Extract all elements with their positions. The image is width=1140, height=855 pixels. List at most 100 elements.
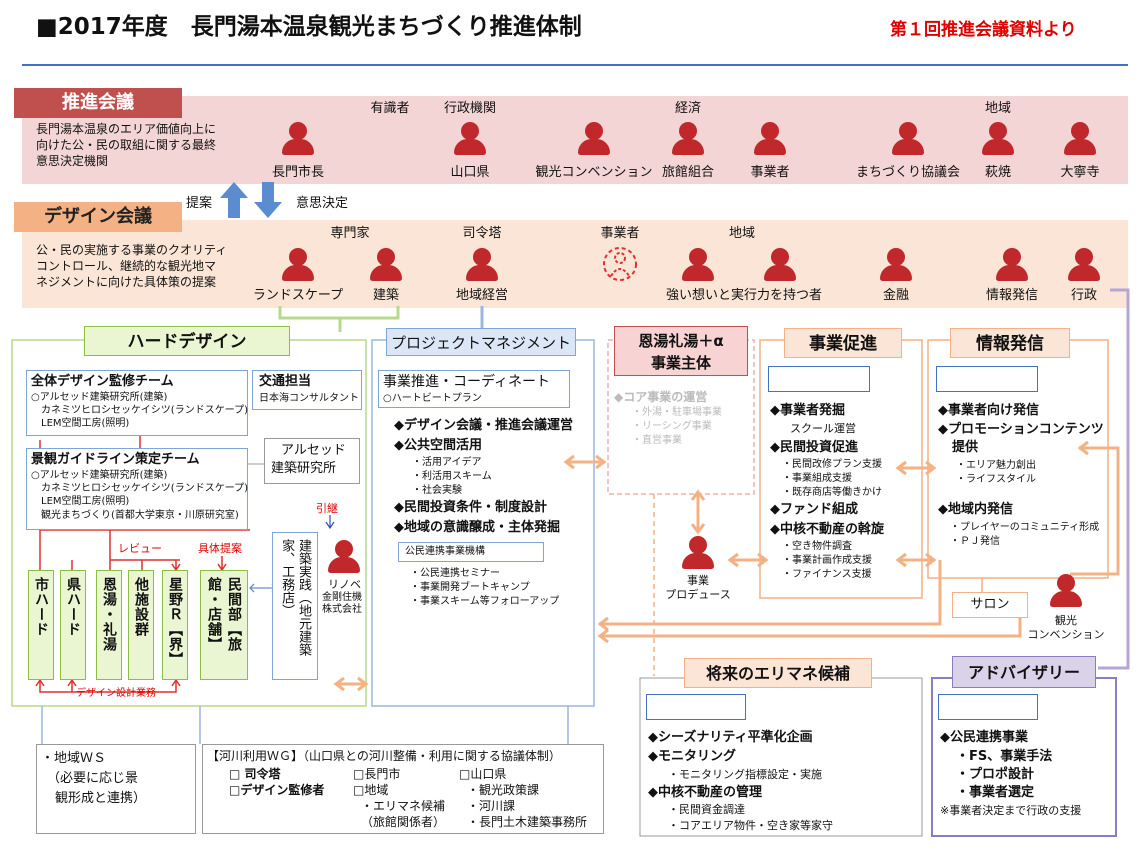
pm-item-7: ◆地域の意識醸成・主体発掘 (394, 520, 560, 535)
pm-item-2: ◆公共空間活用 (394, 438, 482, 453)
kawa-title: 【河川利用ＷＧ】（山口県との河川整備・利用に関する協議体制） (207, 749, 561, 763)
renove-company-1: 金剛住機 (322, 592, 362, 603)
column-hoshino: 星野Ｒ【界】 (162, 570, 188, 680)
joho-item-5: ・ライフスタイル (956, 474, 1036, 485)
jigyo-item-1: ◆事業者発掘 (770, 403, 845, 418)
erimane-item-2: ◆モニタリング (648, 749, 736, 764)
suishin-group-yushikisha: 有識者 (370, 101, 410, 116)
person-icon (1048, 574, 1084, 608)
kawa-box: 【河川利用ＷＧ】（山口県との河川整備・利用に関する協議体制） □ 司令塔 □デザ… (202, 744, 604, 834)
advisory-item-3: ・プロポ設計 (956, 767, 1035, 782)
joho-item-1: ◆事業者向け発信 (938, 403, 1039, 418)
design-desc-1: 公・民の実施する事業のクオリティ (36, 243, 228, 257)
pm-item-1: ◆デザイン会議・推進会議運営 (394, 418, 573, 433)
column-minkan: 民間部【旅館・店舗】 (200, 570, 248, 680)
pm-kikou-item-3: ・事業スキーム等フォローアップ (410, 596, 560, 607)
suishin-desc-2: 向けた公・民の取組に関する最終 (36, 138, 217, 152)
kawa-col3-3: ・河川課 (467, 799, 516, 813)
arsed-box: アルセッド 建築研究所 (264, 438, 360, 484)
pm-sub-note: ○ハートビートプラン (383, 393, 482, 404)
design-person-gyosei: 行政 (1070, 288, 1098, 303)
design-group-shireito: 司令塔 (462, 226, 502, 241)
erimane-item-3: ・モニタリング指標設定・実施 (668, 768, 822, 781)
chiiki-ws-line-3: 観形成と連携） (55, 791, 147, 806)
chiiki-ws-line-2: （必要に応じ景 (47, 771, 139, 786)
arsed-line-2: 建築研究所 (271, 461, 337, 476)
person-icon (762, 248, 798, 282)
advisory-item-1: ◆公民連携事業 (940, 730, 1028, 745)
header-rule (22, 64, 1128, 66)
design-person-johohasshin: 情報発信 (985, 288, 1039, 303)
source-note: 第１回推進会議資料より (890, 20, 1077, 40)
jigyo-item-9: ・空き物件調査 (782, 541, 852, 552)
design-tag: デザイン会議 (14, 202, 182, 232)
dashed-person-icon (602, 244, 638, 284)
pm-kikou: 公民連携事業機構 (405, 546, 485, 557)
renove-label: リノベ (328, 578, 361, 591)
review-label: レビュー (118, 542, 162, 555)
erimane-item-4: ◆中核不動産の管理 (648, 785, 762, 800)
person-icon (464, 248, 500, 282)
sekkei-label: デザイン設計業務 (76, 688, 156, 699)
person-icon (576, 122, 612, 156)
person-icon (1062, 122, 1098, 156)
suishin-person-shicho: 長門市長 (271, 165, 325, 180)
jigyo-item-11: ・ファイナンス支援 (782, 569, 872, 580)
salon-box: サロン (952, 592, 1028, 618)
joho-blank-box (936, 366, 1038, 392)
column-ken-hard: 県ハード (60, 570, 86, 680)
kawa-col2-4: （旅館関係者） (361, 815, 446, 829)
joho-item-8: ・ＰＪ発信 (950, 536, 1000, 547)
pm-kikou-box: 公民連携事業機構 (398, 542, 544, 562)
team2-title: 景観ガイドライン策定チーム (31, 452, 200, 467)
team1-line-1: ○アルセッド建築研究所(建築) (31, 392, 168, 403)
suishin-person-jigyosha: 事業者 (750, 165, 790, 180)
onto-item-3: ・リーシング事業 (632, 421, 712, 432)
erimane-blank-box (646, 694, 746, 720)
renove-company-2: 株式会社 (322, 604, 362, 615)
convention-line-1: 観光 (1055, 614, 1077, 627)
suishin-person-machizukuri: まちづくり協議会 (855, 165, 961, 180)
onto-item-2: ・外湯・駐車場事業 (632, 407, 722, 418)
team2-line-1: ○アルセッド建築研究所(建築) (31, 470, 168, 481)
pm-sub-box: 事業推進・コーディネート ○ハートビートプラン (378, 370, 570, 408)
advisory-item-2: ・FS、事業手法 (956, 749, 1053, 764)
design-desc-3: ネジメントに向けた具体策の提案 (36, 275, 217, 289)
jigyo-item-4: ・民間改修プラン支援 (782, 459, 882, 470)
joho-item-4: ・エリア魅力創出 (956, 460, 1036, 471)
suishin-person-hagiyaki: 萩焼 (984, 165, 1012, 180)
pm-item-3: ・活用アイデア (412, 457, 482, 468)
hikitsugi-label: 引継 (316, 502, 338, 515)
person-icon (670, 122, 706, 156)
design-person-kenchiku: 建築 (372, 288, 400, 303)
jigyo-item-3: ◆民間投資促進 (770, 440, 858, 455)
pm-item-6: ◆民間投資条件・制度設計 (394, 500, 547, 515)
design-person-landscape: ランドスケープ (252, 288, 344, 303)
team1-title: 全体デザイン監修チーム (31, 374, 174, 389)
koutsu-sub: 日本海コンサルタント (259, 393, 359, 404)
suishin-desc-1: 長門湯本温泉のエリア価値向上に (36, 122, 217, 136)
design-group-chiiki: 地域 (728, 226, 756, 241)
producer-line-1: 事業 (687, 574, 709, 587)
erimane-item-1: ◆シーズナリティ平準化企画 (648, 730, 813, 745)
suishin-person-yamaguchi: 山口県 (450, 165, 490, 180)
person-icon (280, 248, 316, 282)
arrow-label-teian: 提案 (186, 196, 213, 211)
column-shi-hard: 市ハード (28, 570, 54, 680)
erimane-item-5: ・民間資金調達 (668, 803, 745, 816)
kawa-col2-3: ・エリマネ候補 (361, 799, 446, 813)
suishin-person-ryokan: 旅館組合 (661, 165, 715, 180)
onto-item-1: ◆コア事業の運営 (614, 390, 708, 404)
erimane-tag: 将来のエリマネ候補 (684, 658, 872, 688)
kawa-col1-1: □ 司令塔 (229, 767, 281, 781)
onto-tag-line-1: 恩湯礼湯＋α (638, 332, 724, 350)
erimane-item-6: ・コアエリア物件・空き家等家守 (668, 819, 833, 832)
jigyo-blank-box (768, 366, 870, 392)
onto-tag-line-2: 事業主体 (650, 354, 711, 372)
onto-tag: 恩湯礼湯＋α 事業主体 (614, 326, 748, 376)
joho-tag: 情報発信 (950, 328, 1070, 358)
producer-line-2: プロデュース (665, 588, 731, 601)
kawa-col3-1: □山口県 (459, 767, 507, 781)
column-tashisetsu: 他施設群 (128, 570, 154, 680)
jissen-box: 建築実践（地元建築家、工務店） (272, 532, 318, 680)
